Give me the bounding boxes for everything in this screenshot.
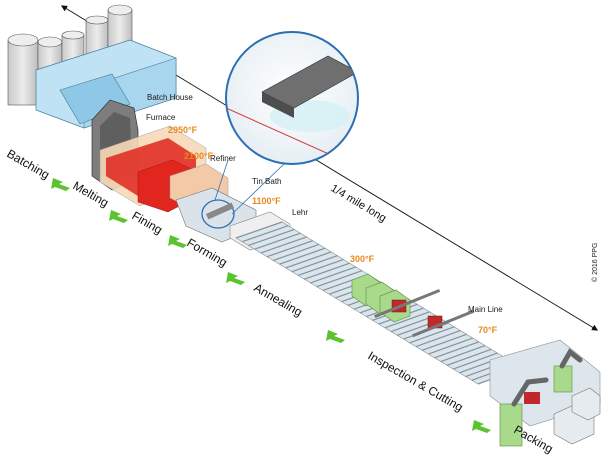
stage-annealing: Annealing	[252, 280, 305, 319]
batch-house	[35, 39, 177, 129]
roller	[235, 221, 283, 239]
magnifier-circle	[201, 199, 235, 229]
roller	[297, 258, 344, 277]
roller	[446, 348, 492, 366]
roller	[279, 247, 326, 265]
roller	[428, 337, 473, 355]
roller	[260, 236, 307, 254]
temp-refiner: 2100°F	[184, 151, 214, 161]
roller	[415, 329, 461, 348]
label-furnace: Furnace	[146, 113, 176, 122]
roller	[421, 333, 467, 351]
roller	[273, 243, 320, 262]
roller	[316, 270, 363, 288]
roller	[384, 311, 430, 329]
glass-ribbon	[261, 55, 358, 109]
temp-main-line: 70°F	[478, 325, 498, 335]
roller	[254, 232, 301, 250]
roller	[304, 262, 350, 280]
label-batch-house: Batch House	[147, 93, 193, 102]
temp-tin-bath: 1100°F	[252, 196, 281, 206]
roller	[440, 344, 486, 363]
label-tin-bath: Tin Bath	[252, 177, 282, 186]
label-refiner: Refiner	[210, 154, 236, 163]
roller	[310, 266, 357, 284]
temp-furnace: 2950°F	[168, 125, 198, 135]
roller	[291, 255, 338, 273]
roller	[434, 341, 480, 359]
cutting-bridges	[374, 288, 475, 338]
roller	[248, 228, 295, 247]
label-lehr: Lehr	[292, 208, 308, 217]
stage-batching: Batching	[5, 146, 52, 181]
label-main-line: Main Line	[468, 305, 503, 314]
lehr-cooling-boxes	[351, 273, 411, 323]
roller	[266, 240, 313, 258]
roller	[285, 251, 332, 269]
distance-label: 1/4 mile long	[328, 182, 388, 224]
temp-lehr: 300°F	[350, 254, 375, 264]
roller	[409, 326, 455, 344]
packing-area	[489, 339, 601, 447]
copyright: © 2016 PPG	[591, 243, 599, 282]
roller	[452, 352, 498, 370]
stage-fining: Fining	[130, 208, 165, 236]
roller	[242, 225, 289, 243]
stage-arrows	[51, 178, 491, 433]
